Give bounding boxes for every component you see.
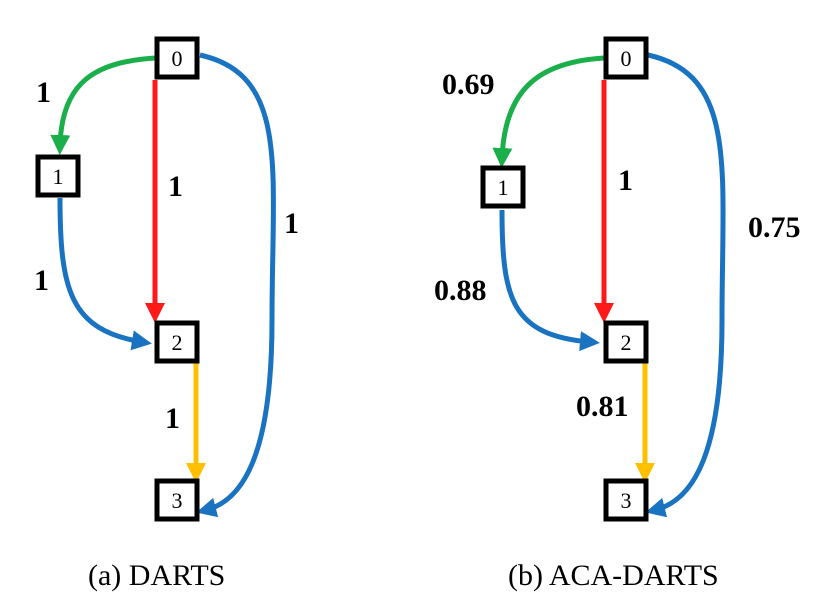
edge-0-3 bbox=[645, 52, 726, 518]
node-label: 0 bbox=[621, 46, 632, 71]
diagram-darts: 1 1 1 1 1 0 1 2 3 (a) DARTS bbox=[34, 36, 299, 592]
node-1: 1 bbox=[480, 165, 526, 209]
edge-label-2-3: 0.81 bbox=[576, 390, 629, 423]
edge-label-0-3: 0.75 bbox=[748, 211, 801, 244]
edge-label-1-2: 0.88 bbox=[434, 274, 487, 307]
node-label: 2 bbox=[172, 330, 183, 355]
node-label: 0 bbox=[172, 46, 183, 71]
caption-darts: (a) DARTS bbox=[88, 559, 225, 592]
edge-1-2 bbox=[57, 197, 152, 351]
node-0: 0 bbox=[603, 36, 649, 80]
edge-label-0-1: 0.69 bbox=[442, 68, 495, 101]
node-label: 1 bbox=[53, 164, 64, 189]
node-label: 3 bbox=[172, 488, 183, 513]
edge-0-1 bbox=[50, 55, 156, 155]
edge-1-2 bbox=[499, 209, 600, 352]
node-0: 0 bbox=[154, 36, 200, 80]
node-1: 1 bbox=[35, 154, 81, 198]
node-2: 2 bbox=[154, 320, 200, 364]
edge-0-3 bbox=[196, 52, 276, 518]
node-3: 3 bbox=[154, 478, 200, 522]
edge-label-0-1: 1 bbox=[36, 76, 51, 109]
node-label: 2 bbox=[621, 330, 632, 355]
node-label: 3 bbox=[621, 488, 632, 513]
edge-label-0-2: 1 bbox=[618, 164, 633, 197]
edge-label-0-3: 1 bbox=[284, 207, 299, 240]
node-label: 1 bbox=[498, 175, 509, 200]
edge-label-2-3: 1 bbox=[165, 402, 180, 435]
diagram-aca-darts: 0.69 1 0.75 0.88 0.81 0 1 2 3 (b) ACA-DA… bbox=[434, 36, 801, 592]
edge-0-1 bbox=[492, 55, 605, 168]
edge-label-0-2: 1 bbox=[168, 170, 183, 203]
node-3: 3 bbox=[603, 478, 649, 522]
caption-aca-darts: (b) ACA-DARTS bbox=[508, 559, 719, 592]
node-2: 2 bbox=[603, 320, 649, 364]
edge-label-1-2: 1 bbox=[34, 264, 49, 297]
